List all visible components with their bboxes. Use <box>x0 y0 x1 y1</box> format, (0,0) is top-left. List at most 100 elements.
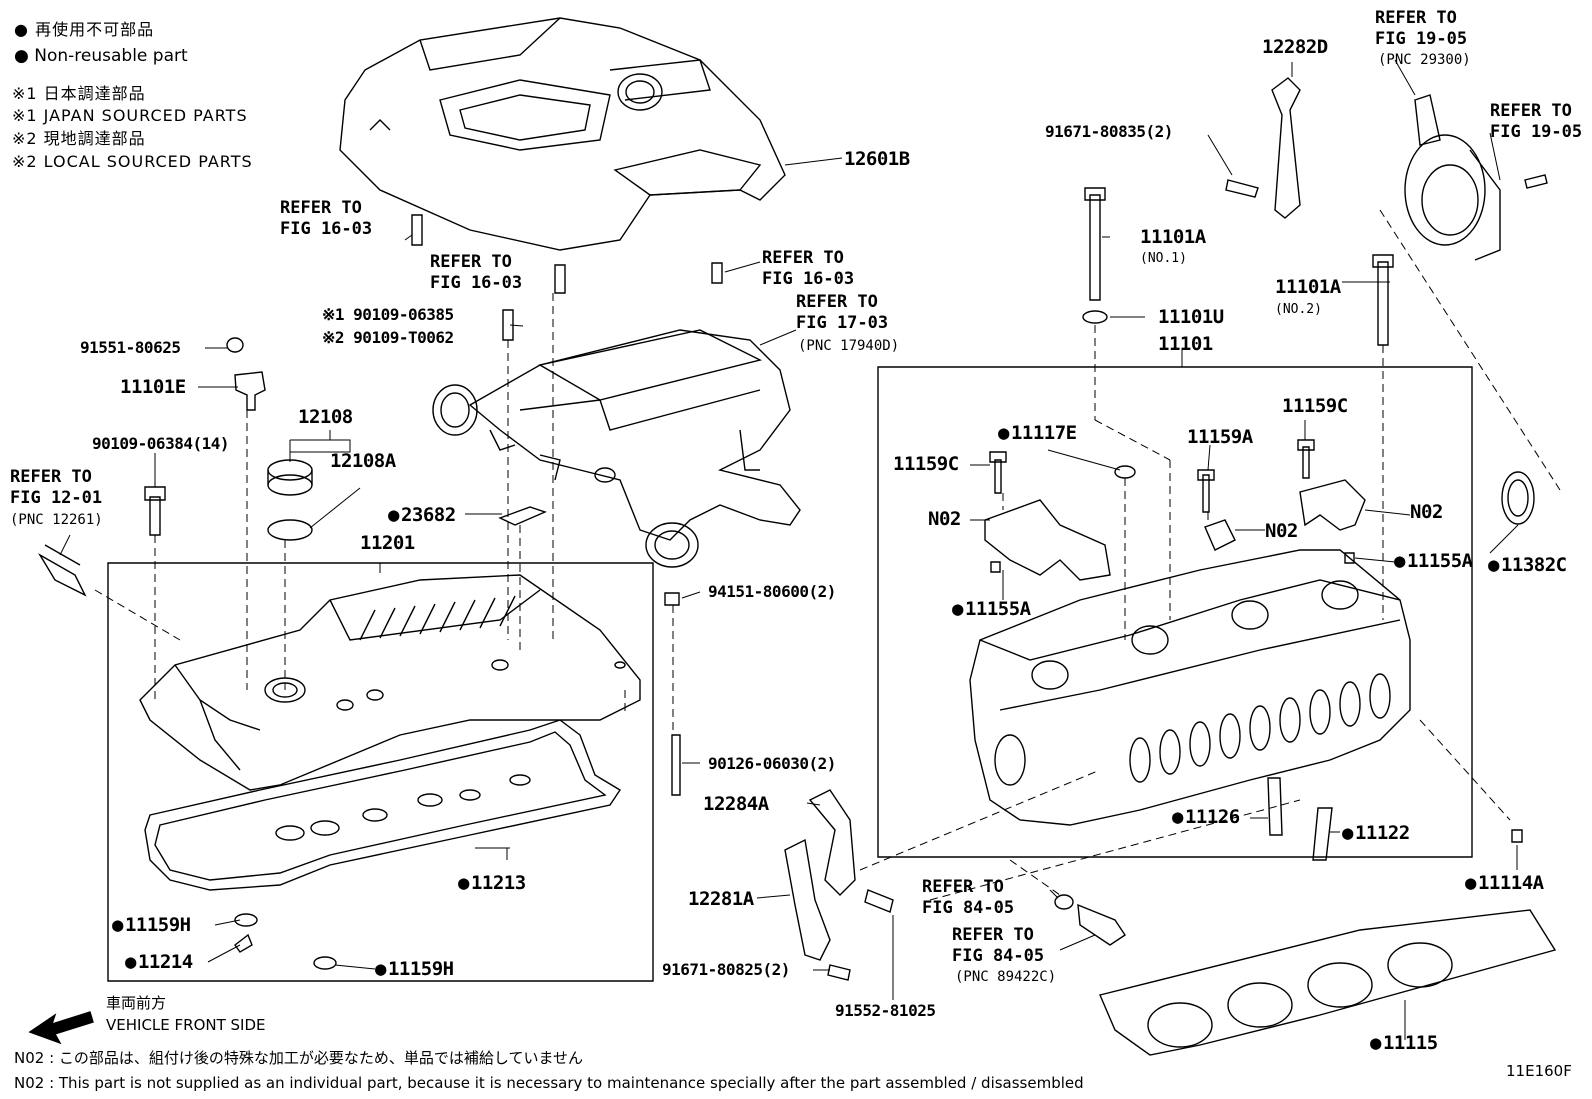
legend-text: 再使用不可部品 <box>35 20 155 39</box>
pin-11155A-left <box>991 562 1000 572</box>
part-label-23682[interactable]: 23682 <box>388 506 456 525</box>
bolt-19-05 <box>1525 175 1547 188</box>
part-label-94151-80600[interactable]: 94151-80600(2) <box>708 582 836 601</box>
bolt-91671-80835 <box>1226 180 1258 197</box>
part-label-11155A[interactable]: 11155A <box>952 600 1031 619</box>
non-reusable-dot-icon: ● <box>14 46 29 66</box>
bolt-91552-81025 <box>865 890 893 912</box>
vehicle-front-en: VEHICLE FRONT SIDE <box>106 1016 266 1034</box>
figure-code: 11E160F <box>1506 1062 1572 1080</box>
camshaft-bearing-cap-left <box>985 500 1110 580</box>
bolt-90109-06384 <box>145 487 165 535</box>
part-label-11122[interactable]: 11122 <box>1342 824 1410 843</box>
legend-japan-sourced-en: ※1 JAPAN SOURCED PARTS <box>12 106 248 125</box>
part-label-12282D[interactable]: 12282D <box>1262 36 1328 58</box>
part-label-11214[interactable]: 11214 <box>125 953 193 972</box>
vacuum-pump <box>1405 95 1500 260</box>
part-label-no2: (NO.2) <box>1275 302 1322 317</box>
part-label-N02[interactable]: N02 <box>928 508 961 530</box>
refer-fig-84-05-label[interactable]: REFER TO FIG 84-05 <box>922 877 1015 918</box>
cylinder-head-11101 <box>970 550 1410 825</box>
part-label-12108A[interactable]: 12108A <box>330 450 396 472</box>
temperature-sensor-84-05 <box>1078 905 1125 945</box>
legend-local-sourced-en: ※2 LOCAL SOURCED PARTS <box>12 152 253 171</box>
intake-manifold <box>433 330 800 567</box>
pnc-89422c-label: (PNC 89422C) <box>955 969 1057 985</box>
gasket-84-05 <box>1055 895 1073 909</box>
oil-filler-cap-12108 <box>268 460 312 495</box>
part-label-N02[interactable]: N02 <box>1410 501 1443 523</box>
bolt-11101A-no1 <box>1085 188 1105 300</box>
refer-fig-16-03-label[interactable]: REFER TO FIG 16-03 <box>280 198 373 239</box>
gasket-12108A <box>268 520 312 540</box>
bolt-91671-80825 <box>828 965 850 980</box>
bolt-11159C-left <box>990 452 1006 493</box>
part-label-91551-80625[interactable]: 91551-80625 <box>80 338 181 357</box>
refer-fig-12-01-label[interactable]: REFER TO FIG 12-01 <box>10 467 103 508</box>
bolt-11101A-no2 <box>1373 255 1393 345</box>
part-label-N02[interactable]: N02 <box>1265 520 1298 542</box>
refer-fig-17-03-label[interactable]: REFER TO FIG 17-03 <box>796 292 889 333</box>
leader-lines <box>60 60 1518 1040</box>
seal-11159H-b <box>314 957 336 969</box>
stud-90126-06030 <box>672 735 680 795</box>
part-label-12601B[interactable]: 12601B <box>844 148 910 170</box>
washer-11101U <box>1083 311 1107 323</box>
plug-11126 <box>1268 778 1282 835</box>
part-label-12284A[interactable]: 12284A <box>703 793 769 815</box>
part-label-91671-80835[interactable]: 91671-80835(2) <box>1045 122 1173 141</box>
legend-non-reusable-ja: ● 再使用不可部品 <box>14 22 154 38</box>
pnc-17940d-label: (PNC 17940D) <box>798 338 900 354</box>
seal-11214 <box>235 935 252 952</box>
engine-hanger-12284A <box>810 790 855 895</box>
pnc-29300-label: (PNC 29300) <box>1378 52 1471 68</box>
engine-cover-12601B <box>340 18 785 250</box>
cylinder-head-cover-11201 <box>140 575 640 790</box>
part-label-11101[interactable]: 11101 <box>1158 333 1213 355</box>
part-label-90109-06384[interactable]: 90109-06384(14) <box>92 434 230 453</box>
bolt-refer-16-03-a <box>412 215 422 245</box>
part-label-12108[interactable]: 12108 <box>298 406 353 428</box>
vehicle-front-arrow <box>30 1012 93 1043</box>
refer-fig-19-05-label[interactable]: REFER TO FIG 19-05 <box>1490 101 1583 142</box>
head-cover-gasket-11213 <box>145 720 620 890</box>
part-label-11101A[interactable]: 11101A <box>1275 276 1341 298</box>
part-label-91671-80825[interactable]: 91671-80825(2) <box>662 960 790 979</box>
refer-fig-19-05-label[interactable]: REFER TO FIG 19-05 <box>1375 8 1468 49</box>
part-label-90126-06030[interactable]: 90126-06030(2) <box>708 754 836 773</box>
part-label-11101E[interactable]: 11101E <box>120 376 186 398</box>
part-label-11159A[interactable]: 11159A <box>1187 426 1253 448</box>
part-label-11115[interactable]: 11115 <box>1370 1034 1438 1053</box>
legend-local-sourced-ja: ※2 現地調達部品 <box>12 129 146 148</box>
part-label-11159C[interactable]: 11159C <box>1282 395 1348 417</box>
refer-fig-84-05-label[interactable]: REFER TO FIG 84-05 <box>952 925 1045 966</box>
bolt-refer-16-03-b <box>555 265 565 293</box>
part-label-11159H[interactable]: 11159H <box>112 916 191 935</box>
part-label-11382C[interactable]: 11382C <box>1488 556 1567 575</box>
part-label-11159C[interactable]: 11159C <box>893 453 959 475</box>
oil-seal-11382C <box>1502 472 1534 524</box>
refer-fig-16-03-label[interactable]: REFER TO FIG 16-03 <box>430 252 523 293</box>
part-label-11213[interactable]: 11213 <box>458 874 526 893</box>
part-label-12281A[interactable]: 12281A <box>688 888 754 910</box>
part-label-11101U[interactable]: 11101U <box>1158 306 1224 328</box>
part-label-90109-T0062[interactable]: ※2 90109-T0062 <box>322 328 454 347</box>
part-label-11126[interactable]: 11126 <box>1172 808 1240 827</box>
sensor-11101E <box>235 372 265 410</box>
part-label-11159H[interactable]: 11159H <box>375 960 454 979</box>
oil-seal-11382C-inner <box>1508 480 1528 516</box>
part-label-11101A[interactable]: 11101A <box>1140 226 1206 248</box>
vehicle-front-ja: 車両前方 <box>106 994 167 1012</box>
part-label-11201[interactable]: 11201 <box>360 532 415 554</box>
part-label-11155A[interactable]: 11155A <box>1394 552 1473 571</box>
gasket-23682 <box>500 507 545 525</box>
camshaft-bearing-cap-mid <box>1205 520 1235 550</box>
non-reusable-dot-icon: ● <box>14 20 29 39</box>
bolt-refer-16-03-c <box>712 263 722 283</box>
part-label-11114A[interactable]: 11114A <box>1465 874 1544 893</box>
part-label-11117E[interactable]: 11117E <box>998 424 1077 443</box>
refer-fig-16-03-label[interactable]: REFER TO FIG 16-03 <box>762 248 855 289</box>
part-label-91552-81025[interactable]: 91552-81025 <box>835 1001 936 1020</box>
part-label-90109-06385[interactable]: ※1 90109-06385 <box>322 305 454 324</box>
bolt-90109-06385 <box>503 310 513 340</box>
